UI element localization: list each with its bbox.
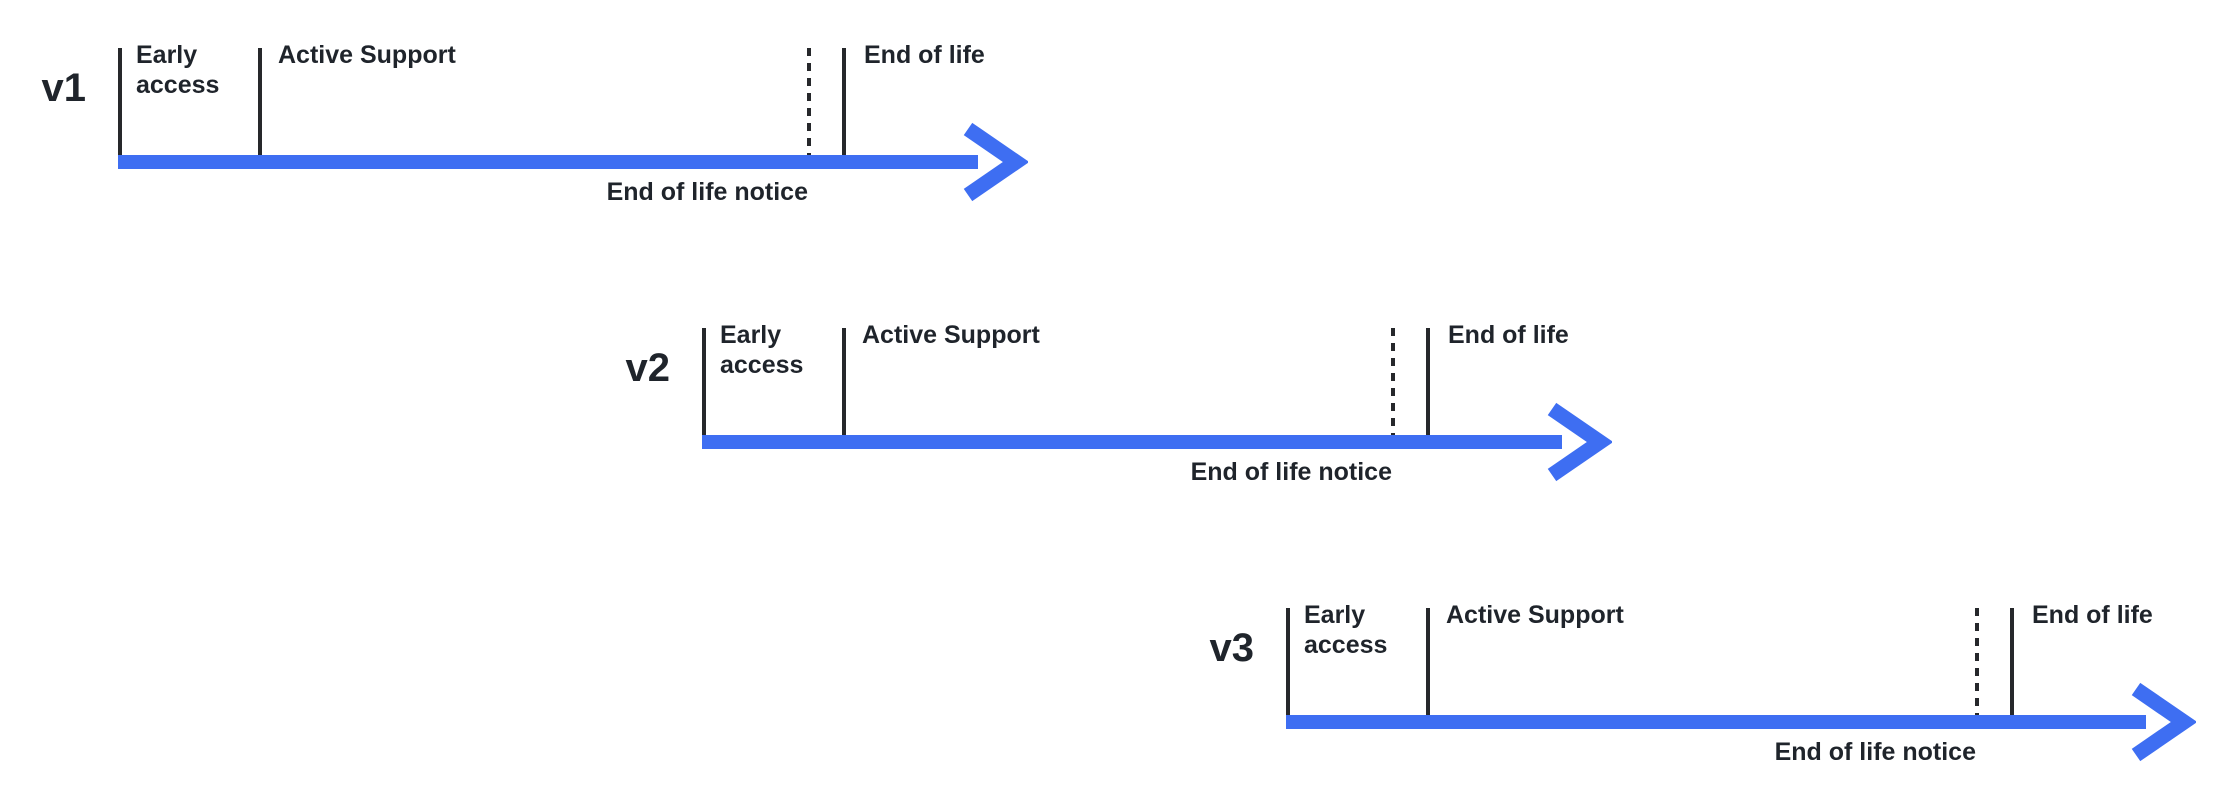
timeline-arrow-graphic (1286, 608, 2196, 762)
timeline-v1: v1 Early access Active Support End of li… (28, 30, 1028, 215)
phase-label-early-access: Early access (136, 41, 220, 99)
arrow-shaft (1286, 715, 2146, 729)
end-of-life-label: End of life (1448, 321, 1569, 349)
timeline-arrow-graphic (118, 48, 1028, 202)
arrow-shaft (702, 435, 1562, 449)
timeline-v2: v2 Early access Active Support End of li… (612, 310, 1612, 495)
end-of-life-notice-label: End of life notice (1190, 458, 1392, 486)
arrow-head-icon (2131, 682, 2196, 762)
end-of-life-notice-label: End of life notice (1774, 738, 1976, 766)
version-label: v3 (1209, 626, 1255, 670)
timeline-v3: v3 Early access Active Support End of li… (1196, 590, 2196, 775)
phase-label-early-access: Early access (1304, 601, 1388, 659)
phase-label-active-support: Active Support (862, 321, 1040, 349)
phase-label-active-support: Active Support (1446, 601, 1624, 629)
phase-label-active-support: Active Support (278, 41, 456, 69)
version-label: v2 (625, 346, 671, 390)
end-of-life-notice-label: End of life notice (606, 178, 808, 206)
arrow-head-icon (963, 122, 1028, 202)
phase-label-early-access: Early access (720, 321, 804, 379)
version-label: v1 (41, 66, 87, 110)
arrow-head-icon (1547, 402, 1612, 482)
end-of-life-label: End of life (864, 41, 985, 69)
arrow-shaft (118, 155, 978, 169)
end-of-life-label: End of life (2032, 601, 2153, 629)
timeline-arrow-graphic (702, 328, 1612, 482)
